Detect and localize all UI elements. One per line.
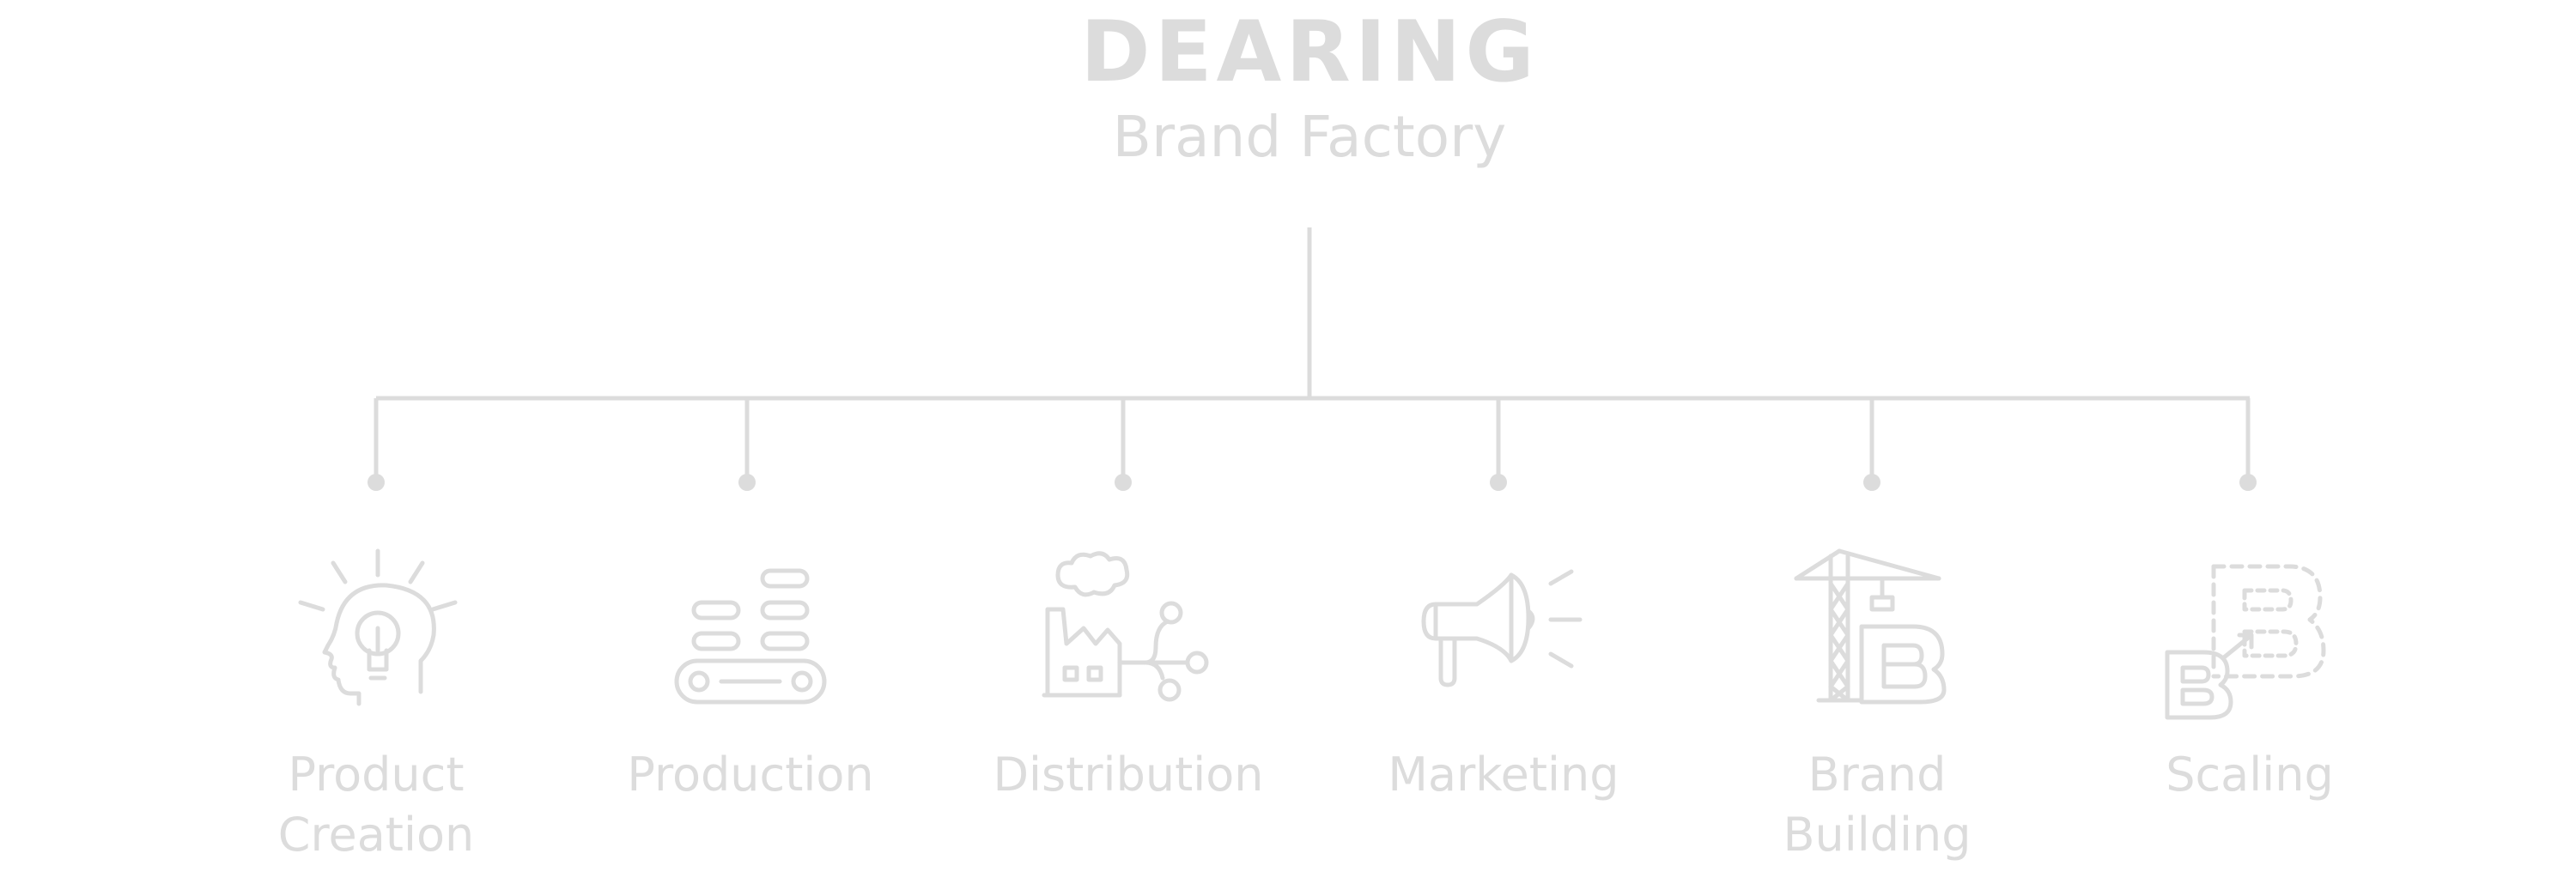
connector-dot-2 — [1115, 474, 1132, 491]
lightbulb-head-icon — [292, 548, 464, 721]
page-title: DEARING — [1080, 3, 1539, 101]
node-label-production: Production — [627, 748, 874, 802]
page-subtitle: Brand Factory — [1112, 104, 1507, 170]
node-label-scaling: Scaling — [2166, 748, 2334, 802]
megaphone-icon — [1415, 549, 1587, 721]
node-label-product-creation: Product Creation — [277, 748, 475, 862]
connector-dot-0 — [368, 474, 385, 491]
conveyor-belt-icon — [665, 549, 836, 721]
connector-dot-5 — [2239, 474, 2257, 491]
node-label-brand-building: Brand Building — [1783, 748, 1971, 862]
connector-dot-1 — [738, 474, 756, 491]
factory-network-icon — [1041, 549, 1212, 721]
scaling-letter-b-icon — [2162, 549, 2334, 721]
node-label-distribution: Distribution — [993, 748, 1264, 802]
connector-dot-3 — [1490, 474, 1507, 491]
connector-dot-4 — [1863, 474, 1880, 491]
node-label-marketing: Marketing — [1388, 748, 1619, 802]
crane-letter-b-icon — [1793, 548, 1965, 721]
